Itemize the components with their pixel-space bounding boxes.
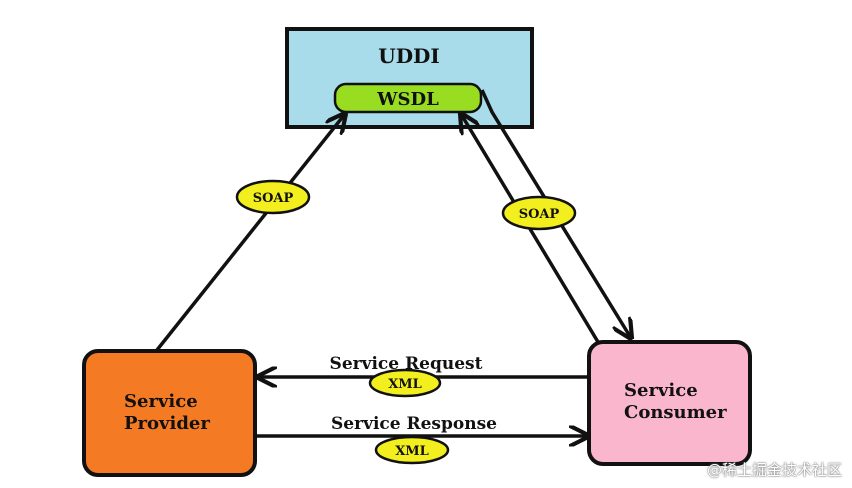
soap-right-label: SOAP xyxy=(519,207,560,222)
xml-request-label: XML xyxy=(388,377,422,392)
provider-box xyxy=(82,349,257,477)
xml-request-ellipse xyxy=(368,368,442,398)
consumer-label-line2: Consumer xyxy=(624,402,727,423)
soap-left-label: SOAP xyxy=(253,191,294,206)
consumer-label-line1: Service xyxy=(624,380,698,401)
wsdl-pill xyxy=(333,82,483,114)
provider-to-wsdl-arrow xyxy=(155,114,345,352)
watermark: @稀土掘金技术社区 xyxy=(706,461,842,479)
provider-label-line1: Service xyxy=(124,391,198,412)
service-response-label: Service Response xyxy=(331,414,497,434)
wsdl-to-consumer-arrow xyxy=(480,89,631,338)
uddi-label: UDDI xyxy=(378,44,439,68)
soap-right-ellipse xyxy=(501,195,577,231)
soap-left-ellipse xyxy=(235,179,311,215)
consumer-box xyxy=(587,340,752,466)
xml-response-label: XML xyxy=(395,444,429,459)
xml-response-ellipse xyxy=(374,435,450,465)
provider-label-line2: Provider xyxy=(124,413,210,434)
service-request-label: Service Request xyxy=(330,354,483,374)
wsdl-label: WSDL xyxy=(376,89,439,110)
